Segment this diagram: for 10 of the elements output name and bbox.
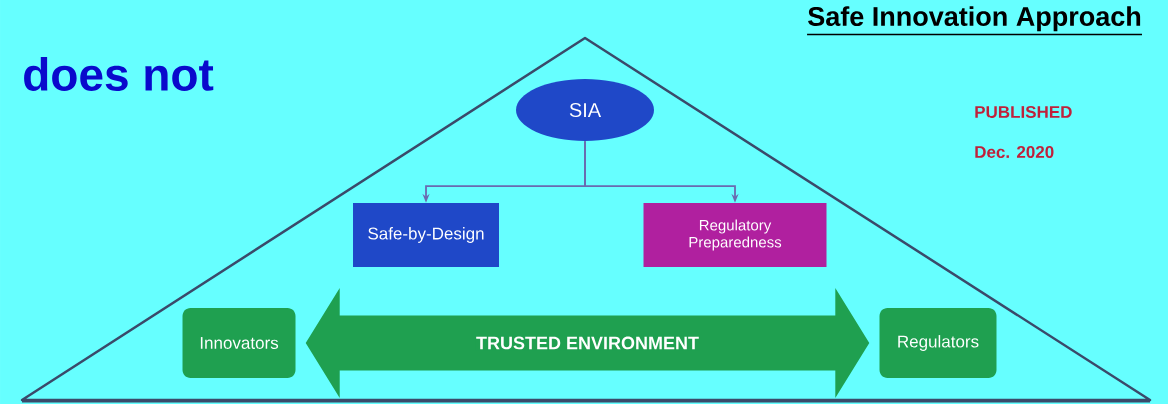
status-text: PUBLISHED [975, 106, 1072, 118]
double-arrow [305, 288, 870, 398]
actor-box: Innovators [182, 308, 296, 378]
date-text: Dec. 2020 [975, 145, 1054, 158]
note-text: does not [24, 57, 214, 91]
title: Safe Innovation Approach [808, 6, 1141, 32]
process-box: Regulatory Preparedness [643, 203, 827, 267]
process-box: Safe-by-Design [353, 203, 499, 267]
actor-box: Regulators [879, 308, 997, 378]
ellipse-node: SIA [516, 79, 654, 141]
